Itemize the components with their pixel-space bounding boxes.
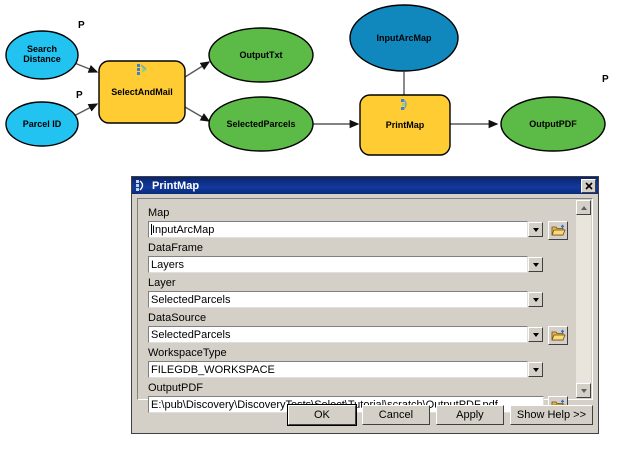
dialog-body: Map InputArcMap: [132, 194, 598, 433]
param-marker-output-pdf: P: [602, 74, 609, 85]
field-label-datasource: DataSource: [148, 312, 207, 324]
apply-button[interactable]: Apply: [435, 405, 504, 425]
field-datasource: DataSource SelectedParcels: [148, 312, 568, 345]
diagram-canvas: [5, 4, 606, 156]
map-dropdown-chevron-down-icon[interactable]: [528, 222, 543, 237]
scroll-down-icon[interactable]: [576, 383, 591, 398]
print-map-dialog: PrintMap Map InputArcMap: [131, 176, 599, 434]
layer-dropdown-chevron-down-icon[interactable]: [528, 292, 543, 307]
dataframe-value: Layers: [151, 258, 185, 271]
field-workspacetype: WorkspaceType FILEGDB_WORKSPACE: [148, 347, 568, 378]
script-tool-icon-print-map: [401, 99, 407, 110]
dialog-title: PrintMap: [152, 179, 200, 192]
cancel-button[interactable]: Cancel: [361, 405, 430, 425]
param-marker-search-distance: P: [78, 20, 85, 31]
field-map: Map InputArcMap: [148, 207, 568, 240]
field-label-dataframe: DataFrame: [148, 242, 204, 254]
ok-button[interactable]: OK: [286, 404, 357, 426]
field-layer: Layer SelectedParcels: [148, 277, 568, 308]
datasource-browse-folder-icon[interactable]: [548, 326, 568, 345]
node-search-distance[interactable]: [5, 30, 79, 80]
spacer: [548, 361, 568, 378]
field-list: Map InputArcMap: [148, 207, 568, 415]
script-tool-icon-select-and-mail: [137, 64, 147, 75]
dialog-titlebar[interactable]: PrintMap: [132, 177, 598, 194]
node-print-map[interactable]: [359, 94, 451, 156]
folder-glyph: [550, 224, 566, 236]
field-label-workspacetype: WorkspaceType: [148, 347, 227, 359]
dataframe-dropdown-chevron-down-icon[interactable]: [528, 257, 543, 272]
show-help-button[interactable]: Show Help >>: [509, 405, 593, 425]
close-glyph: [584, 181, 593, 190]
node-input-arcmap[interactable]: [349, 4, 459, 72]
datasource-dropdown-chevron-down-icon[interactable]: [528, 327, 543, 342]
workspacetype-dropdown-chevron-down-icon[interactable]: [528, 362, 543, 377]
node-output-txt[interactable]: [208, 27, 314, 83]
field-dataframe: DataFrame Layers: [148, 242, 568, 273]
layer-value: SelectedParcels: [151, 293, 231, 306]
layer-input[interactable]: SelectedParcels: [148, 291, 528, 308]
datasource-input[interactable]: SelectedParcels: [148, 326, 528, 343]
close-icon[interactable]: [581, 178, 596, 193]
param-marker-parcel-id: P: [76, 90, 83, 101]
datasource-value: SelectedParcels: [151, 328, 231, 341]
workspacetype-value: FILEGDB_WORKSPACE: [151, 363, 275, 376]
scroll-up-icon[interactable]: [576, 200, 591, 215]
dialog-button-row: OK Cancel Apply Show Help >>: [137, 404, 593, 426]
form-scrollbar[interactable]: [576, 200, 591, 398]
node-select-and-mail[interactable]: [98, 60, 186, 124]
model-diagram: Search Distance Parcel ID SelectAndMail …: [0, 0, 628, 172]
field-label-layer: Layer: [148, 277, 176, 289]
map-input[interactable]: InputArcMap: [148, 221, 528, 238]
script-tool-icon: [136, 180, 144, 191]
text-caret: [151, 224, 152, 235]
spacer: [548, 256, 568, 273]
dataframe-input[interactable]: Layers: [148, 256, 528, 273]
field-label-outputpdf: OutputPDF: [148, 382, 204, 394]
field-label-map: Map: [148, 207, 170, 219]
spacer: [548, 291, 568, 308]
node-selected-parcels[interactable]: [208, 96, 314, 152]
map-browse-folder-icon[interactable]: [548, 221, 568, 240]
folder-glyph: [550, 329, 566, 341]
map-value: InputArcMap: [152, 223, 215, 236]
parameter-form-panel: Map InputArcMap: [137, 198, 593, 415]
node-output-pdf[interactable]: [500, 96, 606, 152]
workspacetype-input[interactable]: FILEGDB_WORKSPACE: [148, 361, 528, 378]
node-parcel-id[interactable]: [5, 101, 79, 147]
